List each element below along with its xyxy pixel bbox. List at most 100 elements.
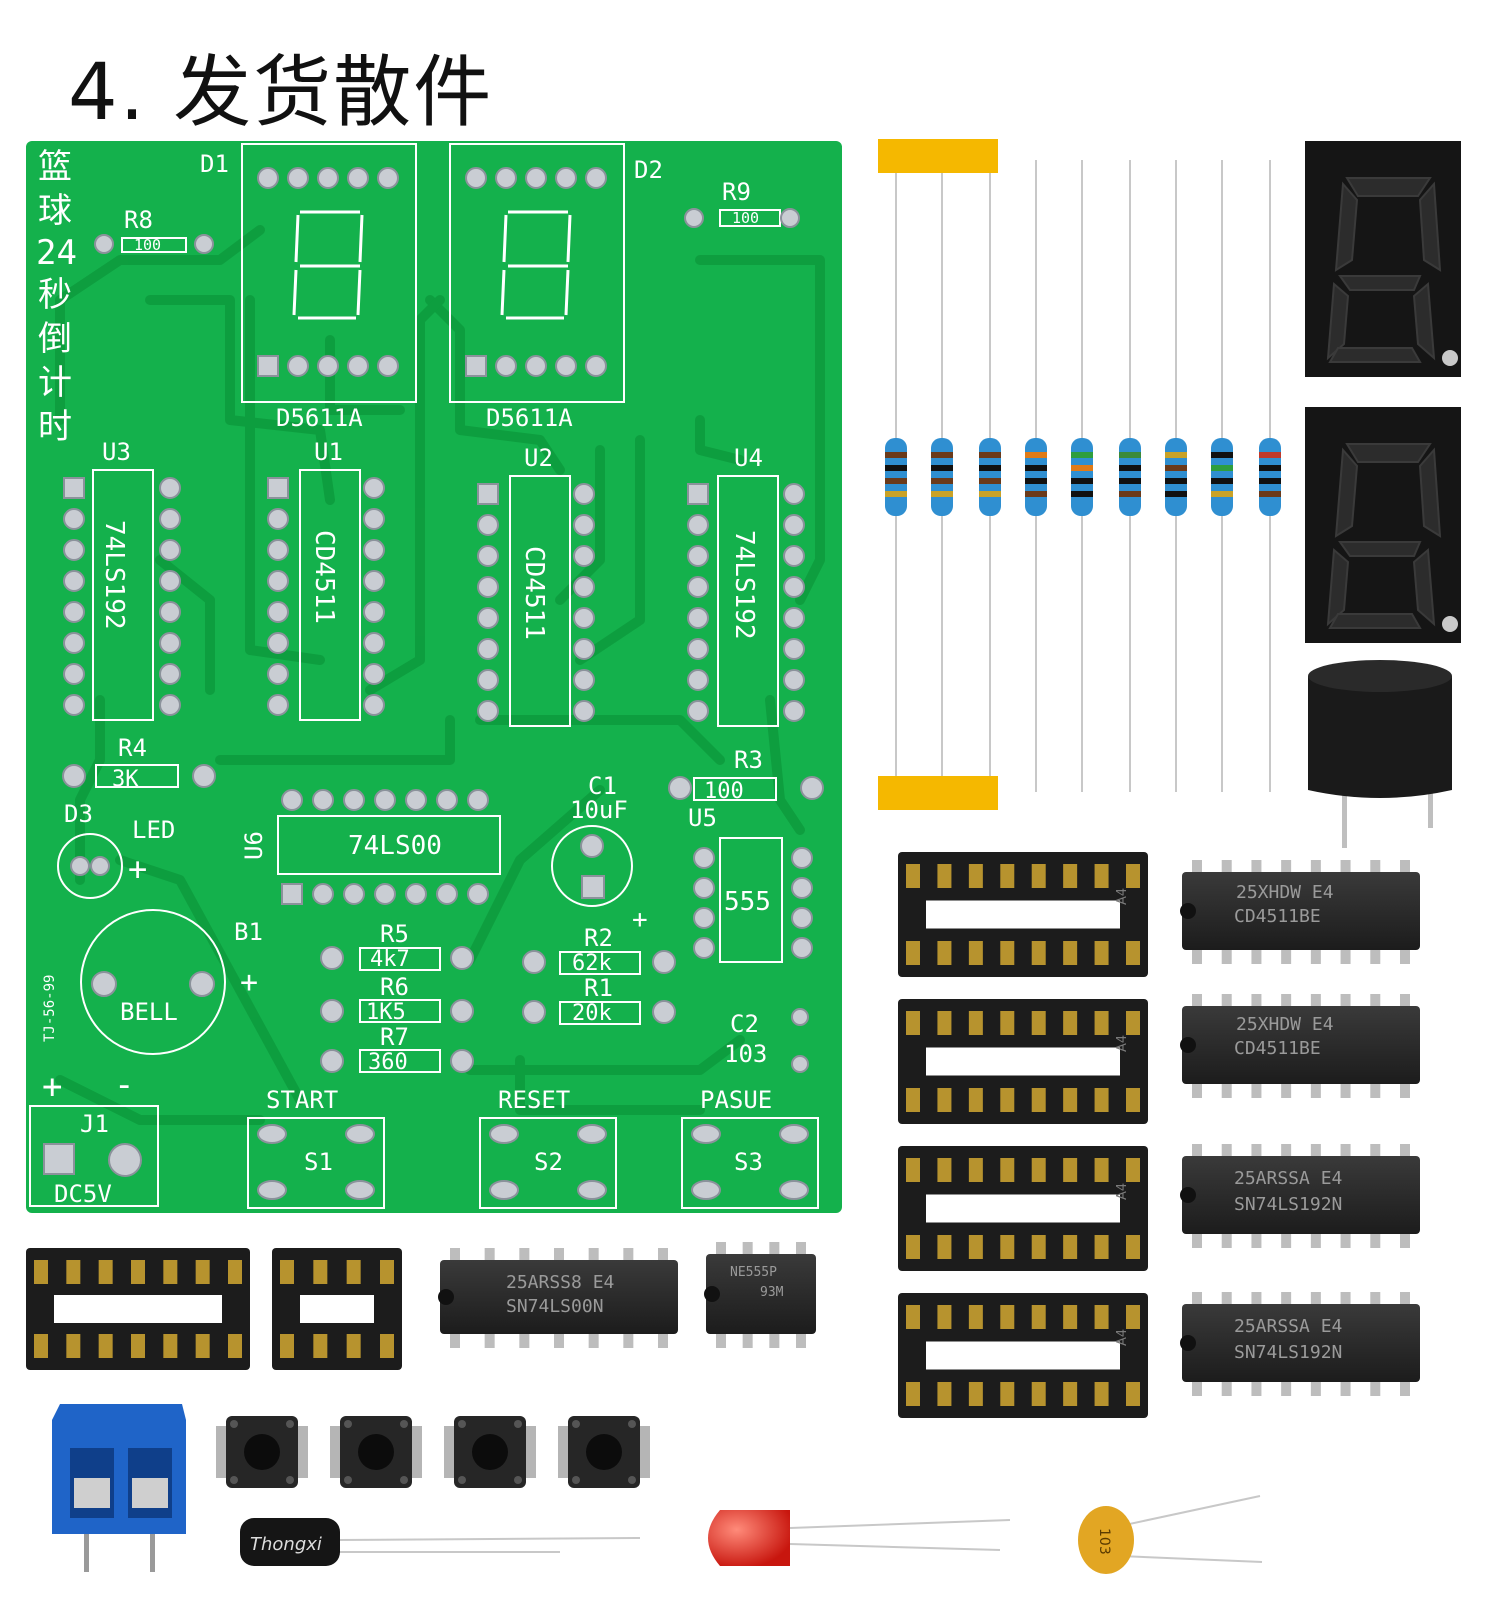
ic-socket [272, 1248, 402, 1370]
svg-text:D5611A: D5611A [486, 404, 573, 432]
resistor [1259, 438, 1281, 516]
resistor [1071, 438, 1093, 516]
electrolytic-capacitor: Thongxi [240, 1518, 641, 1566]
svg-text:J1: J1 [80, 1110, 109, 1138]
resistor [1025, 438, 1047, 516]
svg-text:球: 球 [38, 191, 72, 231]
svg-text:A4: A4 [1115, 1035, 1130, 1052]
dip-chip [1180, 1292, 1420, 1396]
svg-text:CD4511BE: CD4511BE [1234, 906, 1321, 927]
tactile-button [216, 1416, 308, 1488]
ic-socket [898, 1293, 1148, 1418]
svg-text:U1: U1 [314, 438, 343, 466]
page-title: 4. 发货散件 [68, 48, 494, 138]
svg-text:B1: B1 [234, 918, 263, 946]
svg-text:R3: R3 [734, 746, 763, 774]
svg-text:S1: S1 [304, 1148, 333, 1176]
ic-socket [26, 1248, 250, 1370]
svg-text:93M: 93M [760, 1285, 784, 1300]
svg-text:R2: R2 [584, 924, 613, 952]
dip-chip [438, 1248, 678, 1348]
svg-text:A4: A4 [1115, 888, 1130, 905]
svg-text:+: + [42, 1067, 62, 1107]
resistor [1211, 438, 1233, 516]
svg-text:360: 360 [368, 1050, 408, 1075]
svg-text:U4: U4 [734, 444, 763, 472]
svg-text:START: START [266, 1086, 338, 1114]
svg-text:R4: R4 [118, 734, 147, 762]
svg-text:秒: 秒 [38, 275, 72, 315]
red-led [708, 1510, 1011, 1566]
svg-text:D5611A: D5611A [276, 404, 363, 432]
svg-text:BELL: BELL [120, 998, 178, 1026]
ceramic-capacitor: 103 [1078, 1495, 1263, 1574]
svg-text:74LS00: 74LS00 [348, 831, 442, 861]
pcb-display-pads [257, 167, 607, 377]
svg-text:A4: A4 [1115, 1329, 1130, 1346]
svg-text:R5: R5 [380, 920, 409, 948]
svg-text:C2: C2 [730, 1010, 759, 1038]
dip-chip [704, 1242, 816, 1348]
buzzer [1308, 660, 1452, 848]
svg-text:74LS192: 74LS192 [99, 520, 129, 630]
svg-text:TJ-56-99: TJ-56-99 [42, 975, 58, 1042]
pcb-board: 篮 球 24 秒 倒 计 时 [26, 141, 842, 1213]
ic-socket [898, 852, 1148, 977]
svg-text:时: 时 [38, 407, 72, 447]
svg-text:SN74LS192N: SN74LS192N [1234, 1342, 1342, 1363]
ic-socket [898, 999, 1148, 1124]
svg-text:20k: 20k [572, 1001, 612, 1026]
svg-text:1K5: 1K5 [366, 1000, 406, 1025]
resistor [885, 438, 907, 516]
svg-text:CD4511BE: CD4511BE [1234, 1038, 1321, 1059]
resistor [1119, 438, 1141, 516]
pcb-vertical-title: 篮 球 24 秒 倒 计 时 [36, 147, 77, 447]
svg-text:A4: A4 [1115, 1183, 1130, 1200]
seven-segment-display [1305, 407, 1461, 643]
svg-text:SN74LS00N: SN74LS00N [506, 1296, 604, 1317]
chip-markings: 25XHDW E4 CD4511BE 25XHDW E4 CD4511BE 25… [506, 882, 1342, 1363]
svg-text:25XHDW E4: 25XHDW E4 [1236, 882, 1334, 903]
svg-text:C1: C1 [588, 772, 617, 800]
svg-text:R9: R9 [722, 178, 751, 206]
svg-text:R7: R7 [380, 1023, 409, 1051]
svg-text:R8: R8 [124, 206, 153, 234]
svg-text:62k: 62k [572, 951, 612, 976]
pcb-ic-pads [63, 477, 813, 959]
svg-text:103: 103 [1096, 1528, 1112, 1555]
svg-text:25XHDW E4: 25XHDW E4 [1236, 1014, 1334, 1035]
svg-text:U3: U3 [102, 438, 131, 466]
svg-text:+: + [240, 965, 258, 1000]
socket-labels: A4 A4 A4 A4 [1115, 888, 1130, 1346]
svg-text:倒: 倒 [38, 319, 72, 359]
tactile-button [444, 1416, 536, 1488]
svg-text:SN74LS192N: SN74LS192N [1234, 1194, 1342, 1215]
svg-text:25ARSSA E4: 25ARSSA E4 [1234, 1316, 1342, 1337]
resistor [931, 438, 953, 516]
dip-chip [1180, 994, 1420, 1098]
ic-socket [898, 1146, 1148, 1271]
resistor-strip [878, 139, 1281, 810]
dip-chip [1180, 860, 1420, 964]
svg-text:100: 100 [732, 209, 759, 227]
svg-text:D3: D3 [64, 800, 93, 828]
svg-text:100: 100 [134, 236, 161, 254]
svg-text:LED: LED [132, 816, 175, 844]
dip-chip [1180, 1144, 1420, 1248]
svg-text:10uF: 10uF [570, 796, 628, 824]
pcb-silkscreen-labels: D1 D2 R8 100 R9 100 D5611A D5611A U3 U1 … [42, 150, 772, 1208]
svg-text:25ARSS8 E4: 25ARSS8 E4 [506, 1272, 614, 1293]
svg-text:U6: U6 [240, 831, 268, 860]
svg-text:Thongxi: Thongxi [250, 1534, 322, 1555]
svg-text:103: 103 [724, 1040, 767, 1068]
resistor [979, 438, 1001, 516]
svg-text:R1: R1 [584, 974, 613, 1002]
seven-segment-display [1305, 141, 1461, 377]
svg-text:-: - [114, 1065, 134, 1105]
svg-text:D1: D1 [200, 150, 229, 178]
svg-text:+: + [632, 905, 648, 935]
screw-terminal-block [52, 1404, 186, 1572]
svg-text:篮: 篮 [38, 147, 72, 187]
svg-text:DC5V: DC5V [54, 1180, 112, 1208]
